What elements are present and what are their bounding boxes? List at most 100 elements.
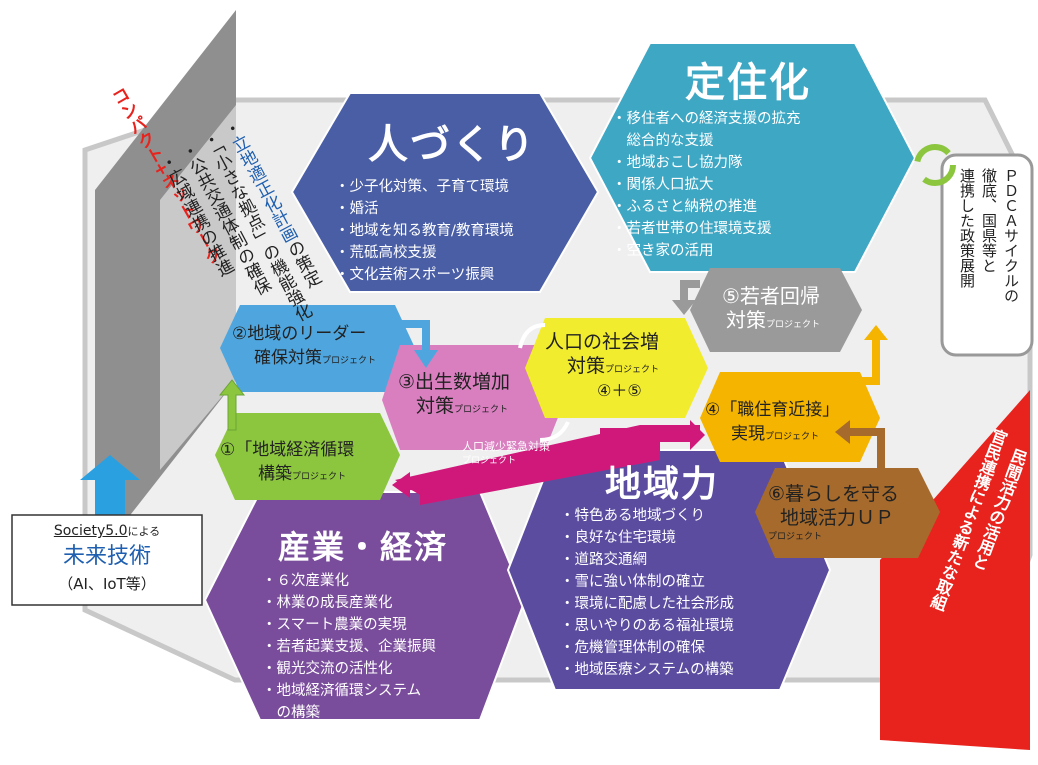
list-item: の構築 (262, 705, 320, 721)
list-item: ・若者世帯の住環境支援 (612, 221, 772, 237)
hex-teijuka (588, 42, 917, 273)
list-item: ・雪に強い体制の確立 (560, 574, 705, 590)
project-living-line2: 地域活力ＵＰ (780, 507, 895, 529)
list-item: ・若者起業支援、企業振興 (262, 639, 436, 655)
teijuka-title: 定住化 (685, 60, 811, 106)
arrow-shokuju-up (860, 325, 888, 385)
project-social-line2: 対策 (567, 355, 606, 377)
chiikiryoku-title: 地域力 (605, 464, 720, 505)
list-item: ・荒砥高校支援 (335, 245, 437, 261)
project-living-line1: ⑥暮らしを守る (768, 483, 900, 505)
project-economy-line1: ①「地域経済循環 (220, 440, 355, 460)
arrow-society-to-banner (80, 455, 140, 520)
list-item: ・６次産業化 (262, 573, 349, 589)
project-emergency-sub: プロジェクト (462, 456, 517, 466)
ai-iot-label: （AI、IoT等） (58, 575, 156, 593)
project-emergency-line1: 人口減少緊急対策 (462, 440, 550, 453)
pdca-box (940, 153, 1034, 357)
project-shokuju-line1: ④「職住育近接」 (705, 400, 840, 420)
arrow-youth-left (672, 280, 700, 315)
chiikiryoku-list: ・特色ある地域づくり ・良好な住宅環境 ・道路交通網 ・雪に強い体制の確立 ・環… (560, 505, 734, 681)
list-item: ・婚活 (335, 201, 379, 217)
pdca-col3: 連携した政策展開 (958, 168, 976, 288)
cycle-arrow-bottom (539, 421, 570, 442)
hex-living (755, 468, 940, 558)
list-item: ・林業の成長産業化 (262, 595, 393, 611)
list-item: ・道路交通網 (560, 552, 647, 568)
society-box (11, 514, 203, 606)
society-suffix: による (127, 525, 161, 538)
hitozukuri-list: ・少子化対策、子育て環境 ・婚活 ・地域を知る教育/教育環境 ・荒砥高校支援 ・… (335, 176, 514, 286)
compact-network-banner-inner (160, 105, 236, 470)
emergency-arrow (395, 425, 700, 505)
pdca-col2: 徹底、国県等と (980, 168, 998, 273)
sangyo-title: 産業・経済 (278, 528, 449, 566)
hex-leader (220, 305, 415, 392)
list-item: ・地域おこし協力隊 (612, 155, 743, 171)
list-item: ・移住者への経済支援の拡充 (612, 111, 801, 127)
project-leader-line1: ②地域のリーダー (232, 324, 367, 344)
list-item: ・スマート農業の実現 (262, 617, 407, 633)
project-social-line1: 人口の社会増 (545, 331, 660, 353)
public-private-banner (880, 390, 1030, 750)
cycle-arrow-top (518, 323, 546, 349)
hex-birth (382, 345, 565, 450)
list-item: ・環境に配慮した社会形成 (560, 596, 734, 612)
project-shokuju: ④「職住育近接」 実現プロジェクト (705, 398, 839, 449)
list-item: ・文化芸術スポーツ振興 (335, 267, 495, 283)
project-leader-sub: プロジェクト (322, 356, 377, 366)
list-item: ・危機管理体制の確保 (560, 640, 705, 656)
arrow-to-economy (392, 472, 470, 498)
list-item: ・思いやりのある福祉環境 (560, 618, 734, 634)
list-item: ・良好な住宅環境 (560, 530, 676, 546)
arrow-economy-up (218, 379, 246, 431)
arrow-leader-to-birth (390, 320, 438, 368)
project-birth-line2: 対策 (416, 395, 455, 417)
project-social: 人口の社会増 対策プロジェクト ④＋⑤ (545, 330, 659, 400)
arrow-living-to-shokuju (835, 420, 885, 470)
project-economy-line2: 構築 (258, 464, 292, 484)
project-emergency: 人口減少緊急対策 プロジェクト (462, 440, 550, 468)
hex-youth (690, 268, 862, 352)
teijuka-list: ・移住者への経済支援の拡充 総合的な支援 ・地域おこし協力隊 ・関係人口拡大 ・… (612, 108, 801, 262)
hex-social (525, 318, 708, 418)
project-economy: ①「地域経済循環 構築プロジェクト (220, 438, 354, 489)
list-item: ・観光交流の活性化 (262, 661, 393, 677)
list-item: ・ふるさと納税の推進 (612, 199, 757, 215)
sangyo-list: ・６次産業化 ・林業の成長産業化 ・スマート農業の実現 ・若者起業支援、企業振興… (262, 570, 436, 724)
project-living-sub: プロジェクト (768, 532, 823, 542)
project-youth-sub: プロジェクト (766, 320, 821, 330)
project-birth-line1: ③出生数増加 (398, 371, 511, 393)
society-text: Society5.0による 未来技術 （AI、IoT等） (12, 520, 202, 597)
project-economy-sub: プロジェクト (292, 472, 347, 482)
project-social-sub: プロジェクト (605, 365, 660, 375)
list-item: 総合的な支援 (612, 133, 714, 149)
project-leader-line2: 確保対策 (254, 348, 322, 368)
pdca-col1: ＰＤＣＡサイクルの (1002, 168, 1020, 303)
list-item: ・地域医療システムの構築 (560, 662, 734, 678)
list-item: ・特色ある地域づくり (560, 508, 705, 524)
project-youth: ⑤若者回帰 対策プロジェクト (722, 284, 820, 337)
society-label: Society5.0 (53, 523, 128, 539)
list-item: ・少子化対策、子育て環境 (335, 179, 509, 195)
project-birth: ③出生数増加 対策プロジェクト (398, 370, 510, 422)
project-social-line3: ④＋⑤ (597, 381, 642, 400)
future-tech-label: 未来技術 (62, 544, 151, 569)
project-shokuju-sub: プロジェクト (765, 432, 820, 442)
hex-economy (215, 413, 400, 500)
project-living: ⑥暮らしを守る 地域活力ＵＰ プロジェクト (768, 482, 899, 544)
list-item: ・地域経済循環システム (262, 683, 422, 699)
arrow-to-chiikiryoku (600, 420, 705, 450)
project-birth-sub: プロジェクト (454, 405, 509, 415)
project-youth-line1: ⑤若者回帰 (722, 284, 820, 308)
hex-shokuju (700, 372, 880, 462)
list-item: ・空き家の活用 (612, 243, 714, 259)
hitozukuri-title: 人づくり (368, 122, 536, 168)
project-youth-line2: 対策 (726, 308, 766, 332)
list-item: ・地域を知る教育/教育環境 (335, 223, 514, 239)
list-item: ・関係人口拡大 (612, 177, 714, 193)
project-shokuju-line2: 実現 (731, 424, 765, 444)
project-leader: ②地域のリーダー 確保対策プロジェクト (232, 322, 376, 373)
